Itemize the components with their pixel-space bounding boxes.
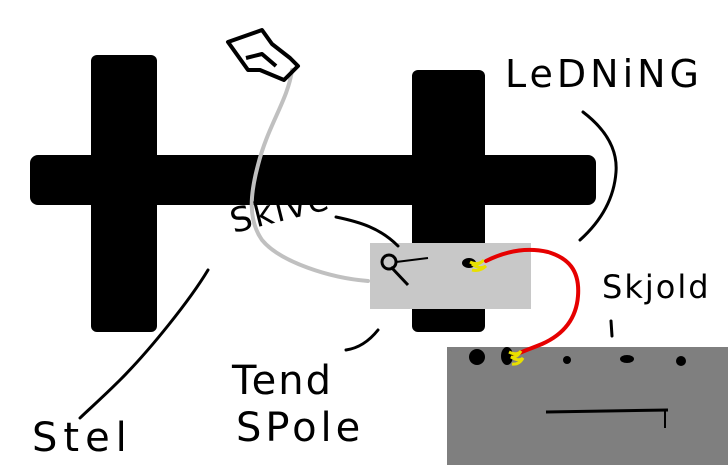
pointer-skjold (609, 319, 614, 338)
shield-terminal (469, 347, 686, 428)
red-wire-ledning (484, 247, 581, 358)
washer-skive (380, 253, 429, 287)
plug-cap-icon (226, 28, 300, 82)
label-stel: Stel (32, 415, 133, 461)
grey-wire (249, 68, 370, 283)
label-spole: SPole (236, 405, 365, 451)
shield-box (447, 347, 728, 465)
pointer-lines (78, 110, 618, 420)
pointer-stel (78, 268, 210, 420)
pointer-tend-spole (344, 328, 380, 352)
pointer-skive (334, 215, 400, 248)
pointer-ledning (578, 110, 618, 242)
coil-terminal (462, 258, 488, 272)
label-tend: Tend (232, 358, 333, 404)
label-skjold: Skjold (602, 268, 711, 306)
label-ledning: LeDNiNG (505, 52, 703, 96)
